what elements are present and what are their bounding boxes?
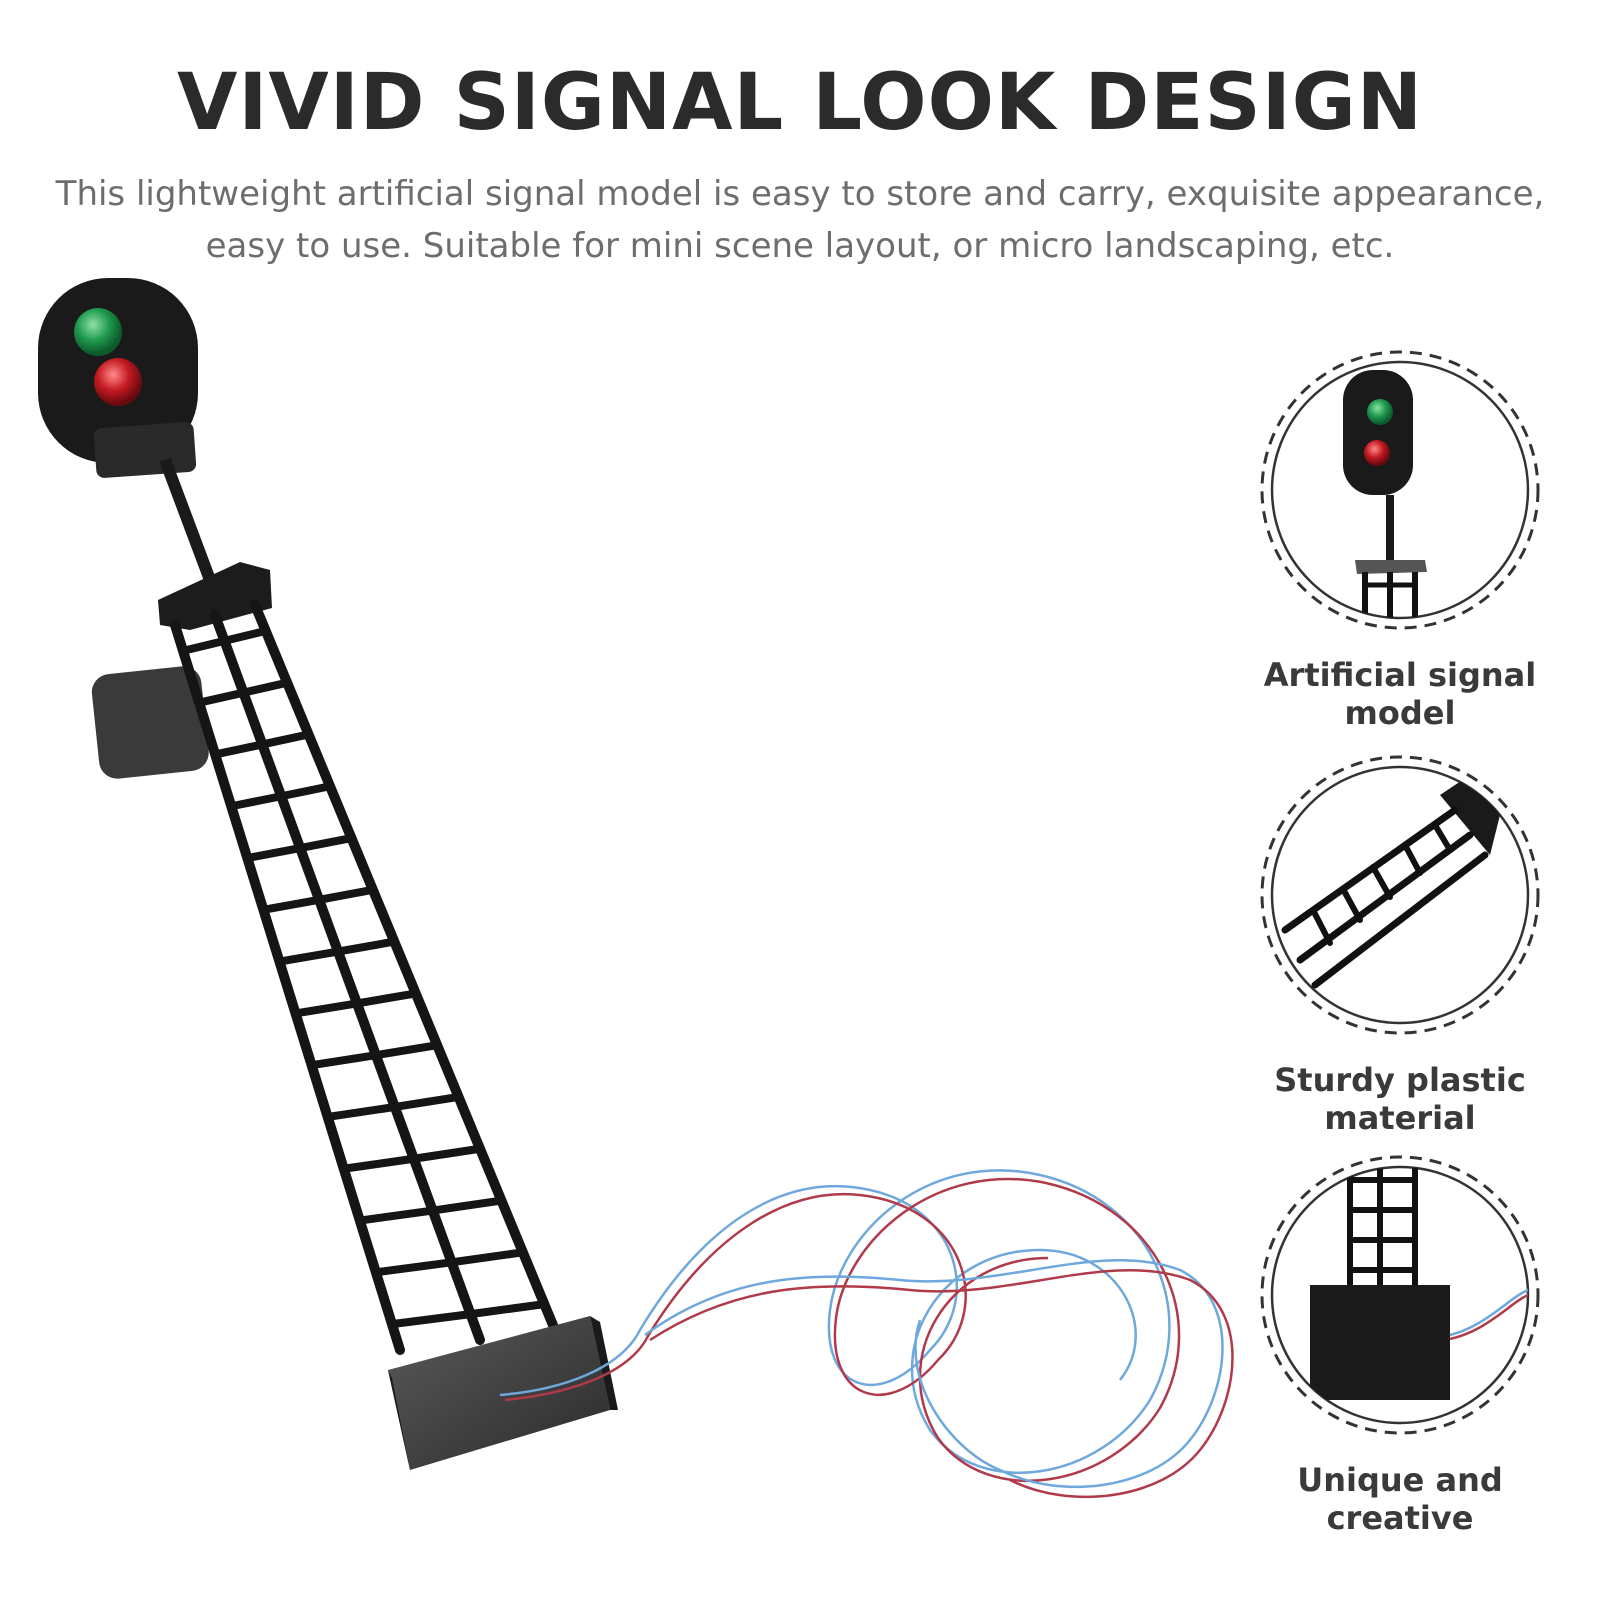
ladder-rung xyxy=(428,1196,506,1215)
feature-label: Unique and creative xyxy=(1297,1461,1503,1537)
ladder-rung xyxy=(243,844,305,863)
signal-head-closeup-icon xyxy=(1260,350,1540,630)
ladder-rung xyxy=(387,1310,475,1329)
page-title: VIVID SIGNAL LOOK DESIGN xyxy=(176,58,1424,148)
ladder-rung xyxy=(409,1144,484,1163)
ladder-rung xyxy=(259,895,324,914)
ladder-rung xyxy=(220,626,270,645)
signal-wires xyxy=(499,1169,1234,1499)
ladder-rung xyxy=(258,730,313,749)
base-plate xyxy=(388,1316,618,1480)
red-lamp-icon xyxy=(94,358,142,406)
ladder-rung xyxy=(466,1300,549,1319)
ladder-rung xyxy=(334,937,399,956)
ladder-rung xyxy=(179,636,229,655)
description-line-1: This lightweight artificial signal model… xyxy=(55,174,1545,214)
feature-label: Artificial signal model xyxy=(1263,656,1537,732)
ladder-rung xyxy=(307,1051,380,1070)
product-description: This lightweight artificial signal model… xyxy=(30,168,1570,272)
green-lamp-icon xyxy=(74,308,122,356)
ladder-rung xyxy=(277,782,334,801)
ladder-rung xyxy=(239,678,292,697)
mount-plate xyxy=(158,562,272,630)
ladder-mast-closeup-icon xyxy=(1260,755,1540,1035)
ladder-rung xyxy=(339,1154,418,1173)
ladder-rung xyxy=(227,792,286,811)
feature-card-material: Sturdy plastic material xyxy=(1255,755,1545,1137)
feature-card-design: Unique and creative xyxy=(1255,1155,1545,1537)
ladder-rung xyxy=(355,1206,437,1225)
feature-label: Sturdy plastic material xyxy=(1274,1061,1526,1137)
ladder-rung xyxy=(352,989,420,1008)
ladder-rung xyxy=(315,885,377,904)
ladder-rung xyxy=(296,834,356,853)
ladder-rung xyxy=(211,740,267,759)
ladder-rung xyxy=(323,1102,399,1121)
signal-model-illustration xyxy=(38,278,1234,1499)
ladder-mast xyxy=(170,600,560,1355)
signal-head xyxy=(38,278,209,779)
ladder-rung xyxy=(371,1041,442,1060)
ladder-rung xyxy=(447,1248,527,1267)
ladder-rung xyxy=(275,947,343,966)
ladder-rung xyxy=(371,1258,456,1277)
ladder-rung xyxy=(390,1092,463,1111)
description-line-2: easy to use. Suitable for mini scene lay… xyxy=(205,226,1395,266)
signal-pole xyxy=(159,457,216,583)
ladder-rung xyxy=(195,688,248,707)
ladder-rung xyxy=(291,999,361,1018)
base-plate-closeup-icon xyxy=(1260,1155,1540,1435)
feature-card-signal-model: Artificial signal model xyxy=(1255,350,1545,732)
